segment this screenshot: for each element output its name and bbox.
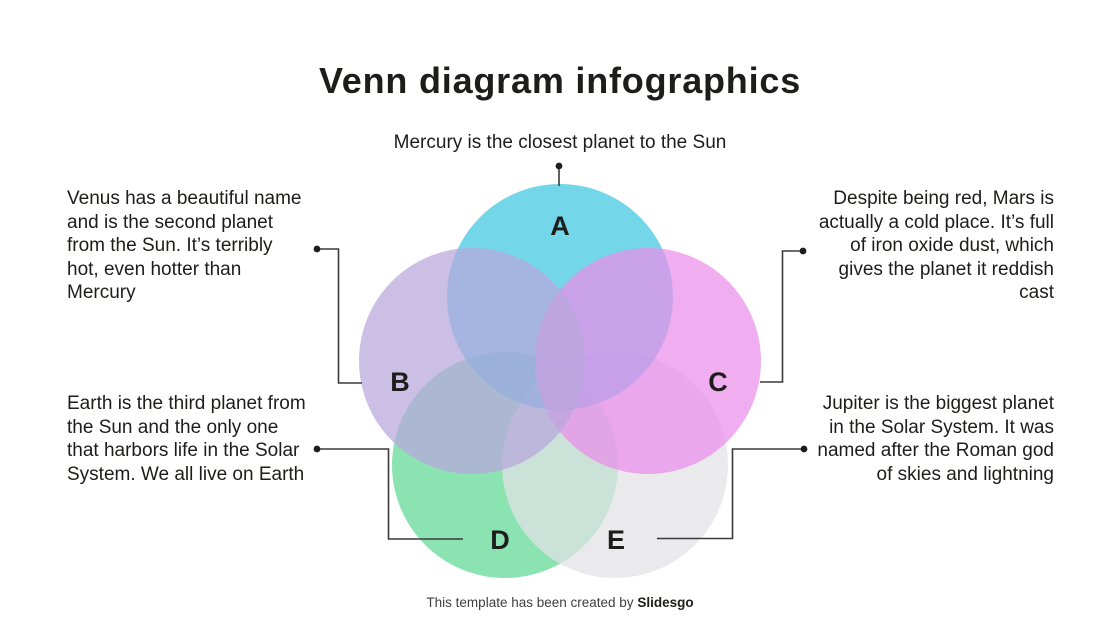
venn-label-c: C <box>708 367 728 397</box>
callout-jupiter: Jupiter is the biggest planet in the Sol… <box>817 393 1054 485</box>
callout-venus: Venus has a beautiful name and is the se… <box>67 188 302 303</box>
callout-mercury: Mercury is the closest planet to the Sun <box>393 132 727 153</box>
connector-dot-c <box>799 247 807 255</box>
connector-c <box>760 247 807 383</box>
venn-label-a: A <box>550 211 570 241</box>
connector-dot-a <box>555 162 563 170</box>
connector-b <box>313 245 362 384</box>
connector-dot-d <box>313 445 321 453</box>
venn-label-b: B <box>390 367 410 397</box>
footer-text: This template has been created by <box>426 595 634 610</box>
callout-mars: Despite being red, Mars is actually a co… <box>818 188 1054 303</box>
connector-a <box>555 162 563 186</box>
venn-label-e: E <box>606 525 625 555</box>
connector-dot-b <box>313 245 321 253</box>
footer-brand: Slidesgo <box>637 595 694 610</box>
footer-credit: This template has been created by Slides… <box>0 595 1120 610</box>
page-title: Venn diagram infographics <box>318 60 802 101</box>
connector-dot-e <box>800 445 808 453</box>
callout-earth: Earth is the third planet from the Sun a… <box>67 393 306 485</box>
venn-circle-b <box>359 248 585 474</box>
venn-label-d: D <box>490 525 510 555</box>
